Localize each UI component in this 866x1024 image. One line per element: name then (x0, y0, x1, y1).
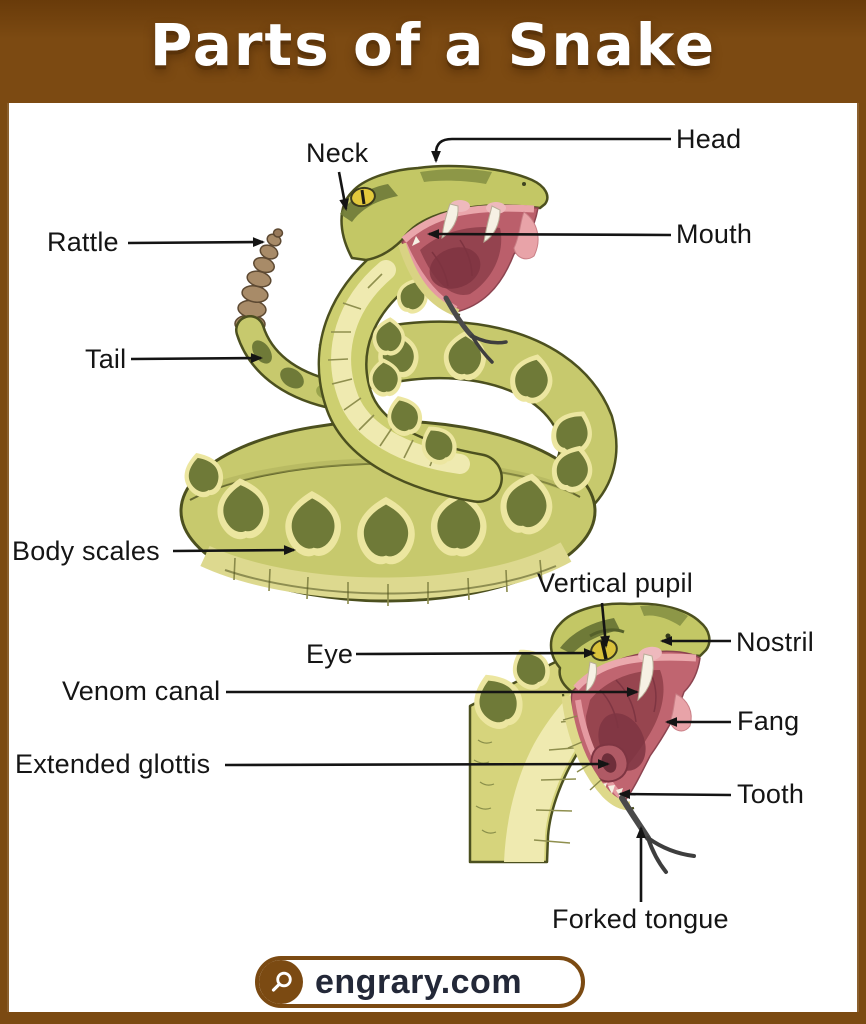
vertical-pupil-leader-line (600, 602, 610, 648)
frame-border-right (857, 103, 866, 1012)
label-tail: Tail (85, 344, 127, 374)
label-mouth: Mouth (676, 219, 753, 249)
label-eye: Eye (306, 639, 354, 669)
closeup-tongue-graphic (619, 795, 696, 874)
tooth-leader-line (618, 789, 732, 799)
head-leader-line (431, 137, 671, 163)
neck-graphic (317, 237, 503, 503)
label-extended-glottis: Extended glottis (15, 749, 211, 779)
main-snake-illustration (177, 164, 618, 606)
label-neck: Neck (306, 138, 369, 168)
body-scales-leader-line (172, 545, 296, 555)
eye-graphic (350, 186, 376, 208)
frame-border-left (0, 103, 9, 1012)
logo-badge (259, 960, 303, 1004)
label-fang: Fang (737, 706, 800, 736)
label-venom-canal: Venom canal (62, 676, 221, 706)
magnifier-icon (271, 971, 292, 992)
label-head: Head (676, 124, 742, 154)
tongue-graphic (443, 295, 508, 364)
mouth-leader-line (427, 229, 672, 239)
tail-leader-line (130, 353, 263, 363)
closeup-nostril-dot (665, 633, 671, 639)
nostril-dot-main (522, 182, 526, 186)
label-body-scales: Body scales (12, 536, 160, 566)
head-graphic (340, 164, 549, 364)
site-logo: engrary.com (255, 956, 585, 1008)
leader-lines (127, 137, 732, 902)
head-closeup-illustration (463, 602, 711, 874)
header-band: Parts of a Snake (0, 0, 866, 103)
label-rattle: Rattle (47, 227, 119, 257)
closeup-head-graphic (549, 602, 711, 874)
label-forked-tongue: Forked tongue (552, 904, 729, 934)
label-tooth: Tooth (737, 779, 805, 809)
neck-leader-line (337, 171, 349, 211)
label-nostril: Nostril (736, 627, 814, 657)
site-name: engrary.com (315, 962, 523, 1001)
page-title: Parts of a Snake (149, 11, 717, 79)
label-vertical-pupil: Vertical pupil (537, 568, 693, 598)
extended-glottis-leader-line (224, 759, 610, 769)
frame-border-bottom (0, 1012, 866, 1024)
rattle-leader-line (127, 237, 265, 247)
eye-leader-line (355, 648, 596, 658)
